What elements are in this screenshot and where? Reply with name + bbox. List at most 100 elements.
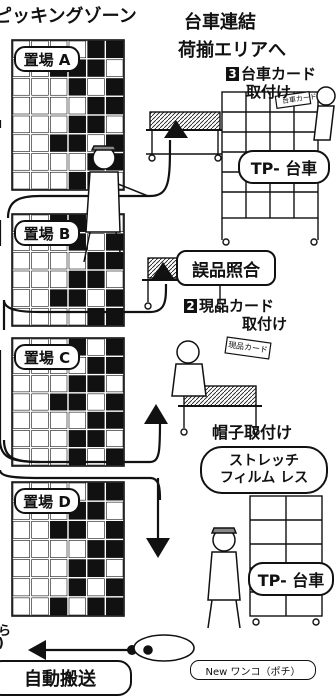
- rack-cell: [87, 393, 105, 411]
- step3-number: 3: [226, 67, 239, 81]
- rack-cell: [106, 233, 124, 251]
- rack-cell: [50, 134, 68, 152]
- rack-cell: [87, 578, 105, 597]
- rack-cell: [68, 597, 86, 616]
- rack-cell: [50, 78, 68, 96]
- rack-cell: [12, 375, 30, 393]
- rack-cell: [106, 40, 124, 59]
- rack-cell: [106, 482, 124, 501]
- shelf-label-d: 置場 D: [14, 488, 80, 514]
- rack-cell: [68, 375, 86, 393]
- rack-cell: [106, 411, 124, 429]
- rack-cell: [106, 540, 124, 558]
- rack-cell: [12, 252, 30, 270]
- rack-cell: [12, 559, 30, 578]
- rack-cell: [68, 540, 86, 558]
- rack-cell: [50, 153, 68, 171]
- rack-cell: [106, 430, 124, 448]
- rack-cell: [12, 411, 30, 429]
- rack-cell: [50, 115, 68, 134]
- rack-cell: [50, 430, 68, 448]
- rack-cell: [68, 430, 86, 448]
- rack-cell: [12, 597, 30, 616]
- stretch-film-less-bubble: ストレッチ フィルム レス: [200, 446, 328, 494]
- rack-cell: [68, 153, 86, 171]
- rack-cell: [87, 501, 105, 520]
- worker-cart-card: [313, 86, 336, 141]
- new-wanko-robot: [133, 634, 195, 662]
- rack-cell: [31, 597, 49, 616]
- shelf-label-b: 置場 B: [14, 220, 80, 246]
- rack-cell: [68, 520, 86, 539]
- rack-cell: [31, 153, 49, 171]
- rack-cell: [31, 96, 49, 115]
- tp-cart-stack-bottom: [249, 495, 323, 626]
- cut-text-left-1: ら: [0, 624, 12, 639]
- rack-cell: [31, 411, 49, 429]
- rack-cell: [31, 430, 49, 448]
- rack-cell: [87, 520, 105, 539]
- rack-cell: [50, 289, 68, 307]
- rack-cell: [87, 559, 105, 578]
- stretch-line1: ストレッチ: [229, 453, 299, 469]
- new-wanko-label: New ワンコ（ポチ）: [190, 660, 316, 680]
- rack-cell: [106, 559, 124, 578]
- rack-cell: [68, 96, 86, 115]
- rack-cell: [87, 252, 105, 270]
- cap-attach-label: 帽子取付け: [212, 423, 293, 442]
- rack-cell: [87, 96, 105, 115]
- rack-cell: [68, 134, 86, 152]
- rack-cell: [106, 356, 124, 374]
- cart-card-tag: [274, 91, 312, 109]
- rack-cell: [87, 40, 105, 59]
- rack-cell: [87, 270, 105, 288]
- wrong-item-check-label: 誤品照合: [176, 250, 276, 286]
- shelf-label-c: 置場 C: [14, 344, 80, 370]
- rack-cell: [12, 393, 30, 411]
- rack-cell: [106, 520, 124, 539]
- rack-cell: [87, 375, 105, 393]
- rack-cell: [31, 393, 49, 411]
- rack-cell: [31, 78, 49, 96]
- assembly-area-title: 荷揃エリアへ: [178, 40, 286, 61]
- flow-lines: [0, 120, 172, 652]
- tp-cart-label-bottom: TP- 台車: [248, 562, 334, 596]
- rack-cell: [12, 540, 30, 558]
- rack-cell: [106, 597, 124, 616]
- rack-cell: [50, 520, 68, 539]
- rack-cell: [68, 78, 86, 96]
- rack-cell: [87, 308, 105, 326]
- rack-cell: [68, 308, 86, 326]
- worker-cap-attach: [207, 527, 241, 629]
- rack-cell: [106, 289, 124, 307]
- rack-cell: [50, 171, 68, 190]
- rack-cell: [87, 289, 105, 307]
- rack-cell: [31, 559, 49, 578]
- rack-cell: [12, 78, 30, 96]
- rack-cell: [31, 171, 49, 190]
- rack-cell: [106, 338, 124, 356]
- rack-cell: [31, 289, 49, 307]
- auto-transport-label: 自動搬送: [0, 660, 132, 696]
- worker-item-card: [171, 340, 207, 397]
- stretch-line2: フィルム レス: [219, 470, 309, 486]
- rack-cell: [12, 578, 30, 597]
- rack-cell: [12, 96, 30, 115]
- step3-line1: 台車カード: [241, 65, 317, 83]
- rack-cell: [87, 59, 105, 77]
- rack-cell: [106, 501, 124, 520]
- rack-cell: [50, 252, 68, 270]
- rack-cell: [87, 540, 105, 558]
- rack-cell: [87, 430, 105, 448]
- rack-cell: [106, 270, 124, 288]
- rack-cell: [68, 171, 86, 190]
- rack-cell: [87, 115, 105, 134]
- rack-cell: [50, 393, 68, 411]
- picking-cart-top: [146, 111, 224, 162]
- rack-cell: [31, 115, 49, 134]
- rack-cell: [31, 134, 49, 152]
- rack-cell: [68, 393, 86, 411]
- rack-cell: [106, 59, 124, 77]
